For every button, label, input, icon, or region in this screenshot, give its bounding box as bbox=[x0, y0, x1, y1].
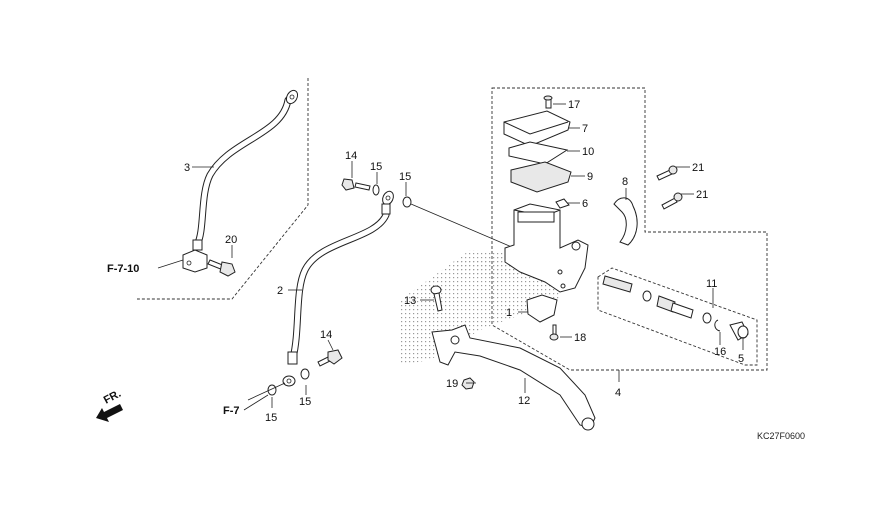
oil-bolt-14-upper bbox=[341, 178, 371, 191]
callout-15-lower-left: 15 bbox=[265, 412, 277, 424]
callout-14-upper: 14 bbox=[345, 150, 357, 162]
reference-label-f-7-10: F-7-10 bbox=[107, 263, 139, 275]
callout-1: 1 bbox=[506, 307, 512, 319]
callout-19: 19 bbox=[446, 378, 458, 390]
diaphragm-9 bbox=[510, 161, 572, 193]
callout-15-lower-right: 15 bbox=[299, 396, 311, 408]
hose-3-group-boundary bbox=[137, 78, 309, 300]
callout-8: 8 bbox=[622, 176, 628, 188]
diaphragm-plate-10 bbox=[508, 141, 569, 165]
flange-bolt-21 bbox=[656, 165, 678, 181]
callout-11: 11 bbox=[706, 278, 717, 290]
switch-1 bbox=[526, 294, 558, 323]
callout-18: 18 bbox=[574, 332, 586, 344]
callout-20: 20 bbox=[225, 234, 237, 246]
callout-17: 17 bbox=[568, 99, 580, 111]
flange-bolt-20 bbox=[207, 259, 236, 277]
pivot-bolt-13 bbox=[430, 285, 443, 312]
piston-cup bbox=[642, 290, 652, 302]
screw-18 bbox=[549, 324, 559, 341]
oil-bolt-14-lower bbox=[317, 349, 343, 367]
sealing-washer-15 bbox=[372, 184, 380, 196]
sealing-washer-15 bbox=[402, 196, 412, 208]
callout-12: 12 bbox=[518, 395, 530, 407]
flange-bolt-21 bbox=[661, 192, 683, 210]
front-direction-label: FR. bbox=[102, 388, 123, 407]
secondary-cup bbox=[702, 312, 712, 324]
front-direction-arrow-icon bbox=[96, 404, 123, 422]
callout-7: 7 bbox=[582, 123, 588, 135]
drawing-code: KC27F0600 bbox=[757, 431, 805, 441]
shading-area bbox=[450, 255, 520, 275]
callout-5: 5 bbox=[738, 353, 744, 365]
callout-21-lower: 21 bbox=[696, 189, 708, 201]
brake-hose-3 bbox=[182, 89, 299, 273]
nut-19 bbox=[461, 377, 475, 390]
sealing-washer-15 bbox=[267, 384, 277, 396]
spring bbox=[602, 275, 633, 293]
brake-hose-2 bbox=[282, 190, 394, 387]
circlip-16 bbox=[714, 319, 721, 332]
callout-16: 16 bbox=[714, 346, 726, 358]
piston bbox=[656, 295, 694, 319]
callout-14-lower: 14 bbox=[320, 329, 332, 341]
callout-3: 3 bbox=[184, 162, 190, 174]
callout-2: 2 bbox=[277, 285, 283, 297]
master-cylinder-body bbox=[504, 203, 589, 293]
screw-17 bbox=[543, 95, 553, 109]
reservoir-cap-7 bbox=[503, 110, 571, 147]
plate-6 bbox=[555, 198, 570, 209]
sealing-washer-15 bbox=[300, 368, 310, 380]
callout-10: 10 bbox=[582, 146, 594, 158]
callout-4: 4 bbox=[615, 387, 621, 399]
holder-8 bbox=[613, 197, 638, 246]
callout-15-upper-left: 15 bbox=[370, 161, 382, 173]
callout-13: 13 bbox=[404, 295, 416, 307]
callout-21-upper: 21 bbox=[692, 162, 704, 174]
callout-leaders bbox=[192, 103, 744, 408]
brake-lever-12 bbox=[431, 324, 596, 431]
reference-label-f-7: F-7 bbox=[223, 405, 240, 417]
callout-15-upper-right: 15 bbox=[399, 171, 411, 183]
master-cylinder-assembly-boundary bbox=[491, 87, 768, 371]
boot-5 bbox=[729, 321, 749, 341]
piston-set-boundary bbox=[597, 267, 758, 366]
callout-9: 9 bbox=[587, 171, 593, 183]
callout-6: 6 bbox=[582, 198, 588, 210]
